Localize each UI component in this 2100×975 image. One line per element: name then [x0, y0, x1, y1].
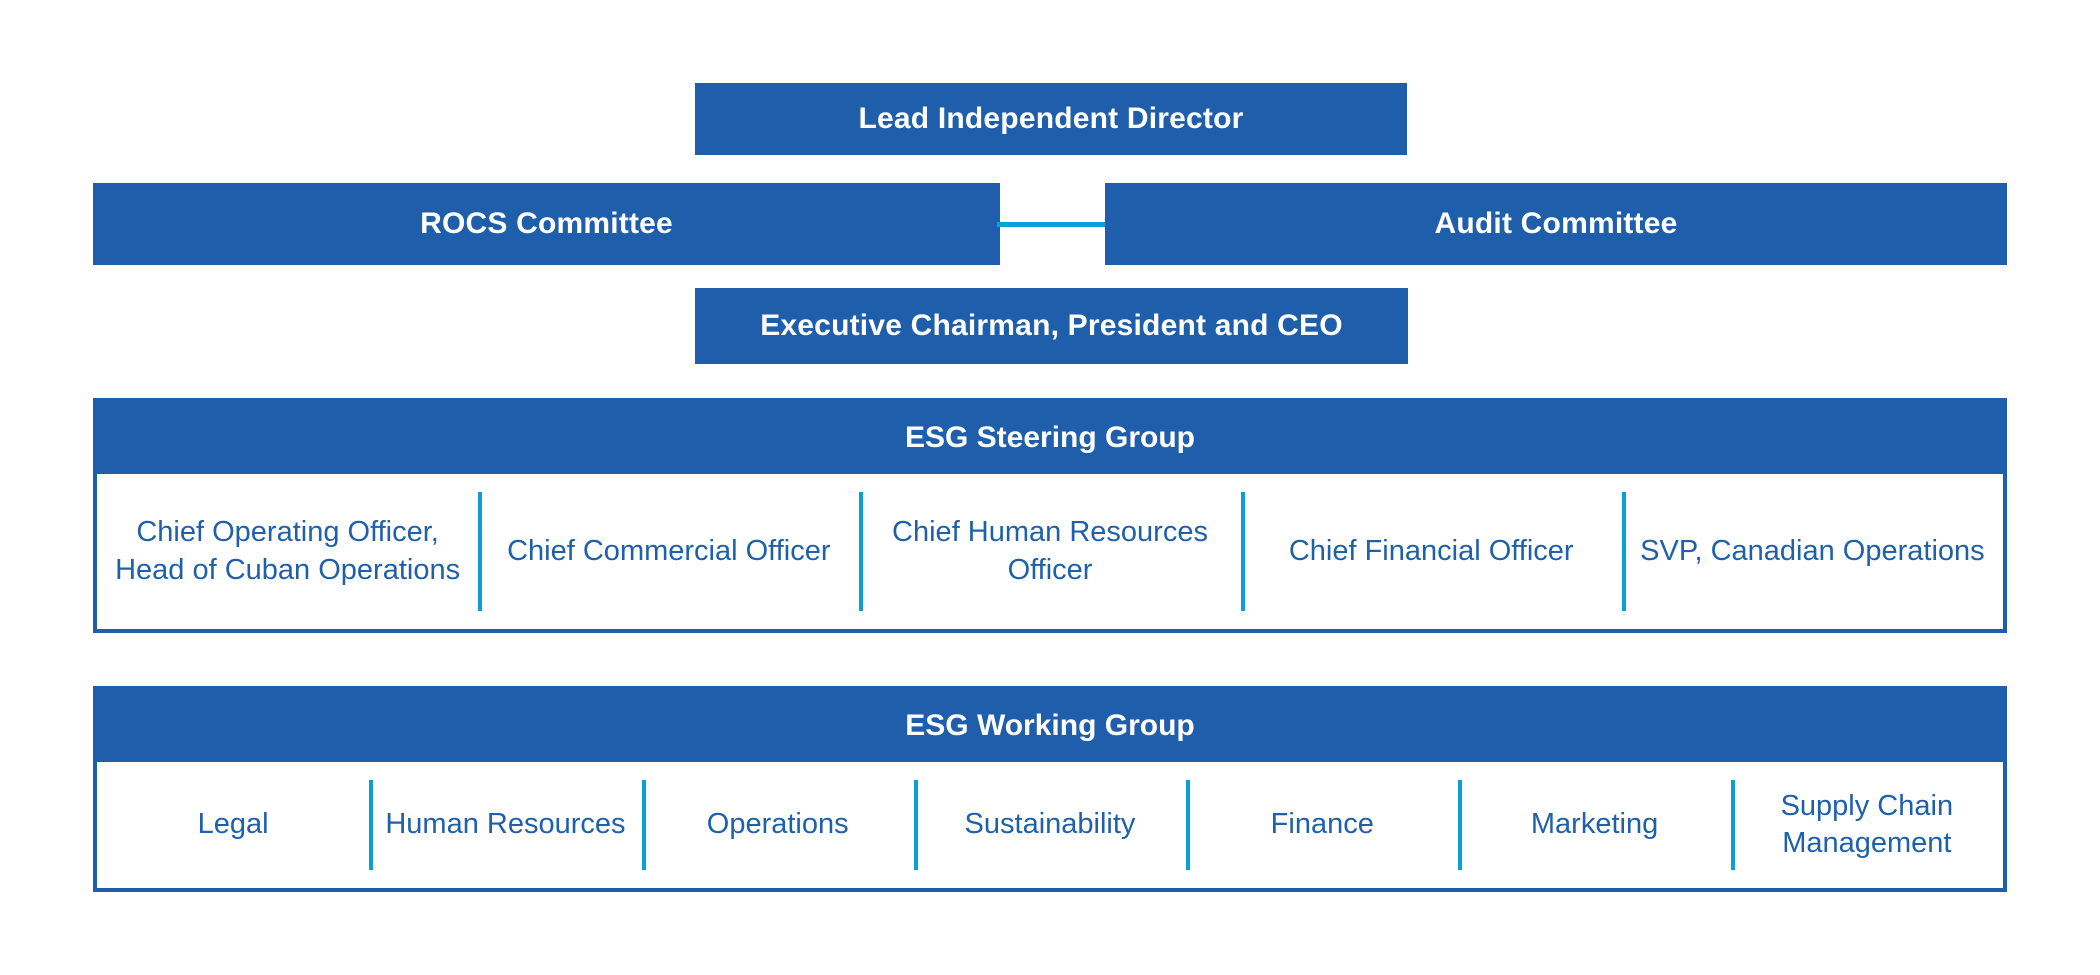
- node-audit-committee: Audit Committee: [1105, 183, 2007, 265]
- body-esg-steering-group: Chief Operating Officer, Head of Cuban O…: [97, 474, 2003, 629]
- node-lead-independent-director: Lead Independent Director: [695, 83, 1407, 155]
- steering-member-cell: Chief Financial Officer: [1240, 474, 1622, 629]
- working-member-cell: Human Resources: [369, 762, 641, 888]
- node-rocs-committee: ROCS Committee: [93, 183, 1000, 265]
- header-esg-working-group: ESG Working Group: [97, 690, 2003, 762]
- steering-member-cell: Chief Commercial Officer: [478, 474, 859, 629]
- working-member-cell: Supply Chain Management: [1730, 762, 2003, 888]
- panel-esg-working-group: ESG Working Group Legal Human Resources …: [93, 686, 2007, 892]
- committee-row: ROCS Committee Audit Committee: [0, 183, 2100, 265]
- steering-member-cell: SVP, Canadian Operations: [1621, 474, 2003, 629]
- working-member-cell: Legal: [197, 808, 269, 841]
- body-esg-working-group: Legal Human Resources Operations Sustain…: [97, 762, 2003, 888]
- working-member-cell: Marketing: [1458, 762, 1730, 888]
- working-member-cell: Finance: [1186, 762, 1458, 888]
- panel-esg-steering-group: ESG Steering Group Chief Operating Offic…: [93, 398, 2007, 633]
- node-executive-chairman-president-ceo: Executive Chairman, President and CEO: [695, 288, 1408, 364]
- steering-member-cell: Chief Operating Officer, Head of Cuban O…: [115, 516, 461, 586]
- working-member-cell: Operations: [641, 762, 914, 888]
- header-esg-steering-group: ESG Steering Group: [97, 402, 2003, 474]
- committee-connector-line: [997, 222, 1109, 227]
- steering-member-cell: Chief Human Resources Officer: [859, 474, 1240, 629]
- working-member-cell: Sustainability: [913, 762, 1186, 888]
